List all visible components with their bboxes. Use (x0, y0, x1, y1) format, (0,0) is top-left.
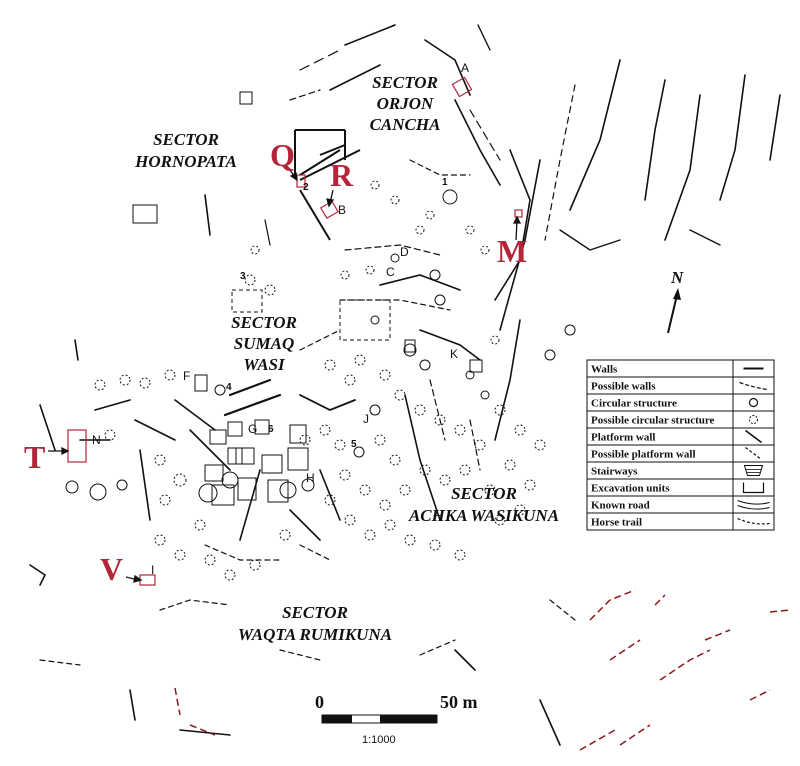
legend-symbol-possible-platform-wall (745, 447, 762, 460)
excavation-label-r: R (330, 157, 354, 193)
unit-label-n: N (92, 433, 101, 447)
legend-label-stairway: Stairways (591, 466, 638, 478)
legend-label-excavation-unit: Excavation units (591, 483, 670, 495)
legend-label-possible-circle: Possible circular structure (591, 415, 715, 427)
scale-end-label: 50 m (440, 692, 478, 712)
legend-label-known-road: Known road (591, 500, 650, 512)
possible-circular-structures (94, 180, 546, 581)
unit-label-i: I (151, 563, 154, 577)
unit-label-k: K (450, 347, 458, 361)
excavation-label-m: M (497, 233, 527, 269)
rectangular-structures (132, 91, 483, 506)
circular-structures (65, 189, 576, 503)
unit-number-3: 3 (240, 271, 246, 282)
north-arrow-head (673, 288, 681, 300)
scale-bar: 0 50 m 1:1000 (315, 692, 478, 746)
legend-symbol-circle (748, 397, 759, 408)
unit-number-4: 4 (226, 382, 232, 393)
excavation-arrows (48, 164, 522, 583)
unit-label-g: G (248, 422, 257, 436)
unit-number-1: 1 (442, 177, 448, 188)
unit-letters: A B C D F G H I J K N (92, 61, 469, 577)
north-label: N (670, 268, 684, 287)
walls-layer (29, 24, 781, 746)
legend-symbol-excavation-unit (742, 482, 765, 494)
unit-label-a: A (461, 61, 469, 75)
legend-symbol-possible-wall (739, 381, 768, 391)
unit-label-j: J (363, 412, 369, 426)
legend-label-horse-trail: Horse trail (591, 517, 642, 529)
excavation-label-t: T (24, 439, 45, 475)
unit-label-d: D (400, 245, 409, 259)
legend-label-platform-wall: Platform wall (591, 432, 655, 444)
excavation-units (67, 76, 523, 586)
legend-symbol-known-road (737, 500, 770, 510)
unit-number-6: 6 (268, 424, 274, 435)
legend-label-wall: Walls (591, 364, 618, 376)
legend-label-circle: Circular structure (591, 398, 677, 410)
horse-trails (174, 589, 791, 751)
scale-segment-3 (380, 715, 437, 723)
legend-label-possible-platform-wall: Possible platform wall (591, 449, 696, 461)
unit-label-b: B (338, 203, 346, 217)
unit-label-h: H (306, 471, 315, 485)
unit-numbers: 1 2 3 4 5 6 (226, 177, 448, 450)
scale-segment-1 (322, 715, 352, 723)
legend-symbol-platform-wall (745, 429, 762, 444)
legend-symbol-stairway (743, 465, 764, 476)
unit-label-f: F (183, 369, 190, 383)
sector-q-walls (294, 129, 361, 241)
scale-start-label: 0 (315, 692, 324, 712)
excavation-label-v: V (100, 551, 123, 587)
north-arrow: N (667, 268, 684, 334)
legend-symbol-horse-trail (737, 517, 770, 525)
legend-label-possible-wall: Possible walls (591, 381, 656, 393)
unit-number-5: 5 (351, 439, 357, 450)
excavation-labels: Q R M T V (24, 137, 527, 587)
unit-label-c: C (386, 265, 395, 279)
legend-symbol-possible-circle (749, 415, 758, 424)
scale-ratio: 1:1000 (362, 734, 396, 746)
excavation-label-q: Q (270, 137, 295, 173)
north-arrow-shaft (667, 294, 678, 334)
unit-number-2: 2 (303, 182, 309, 193)
